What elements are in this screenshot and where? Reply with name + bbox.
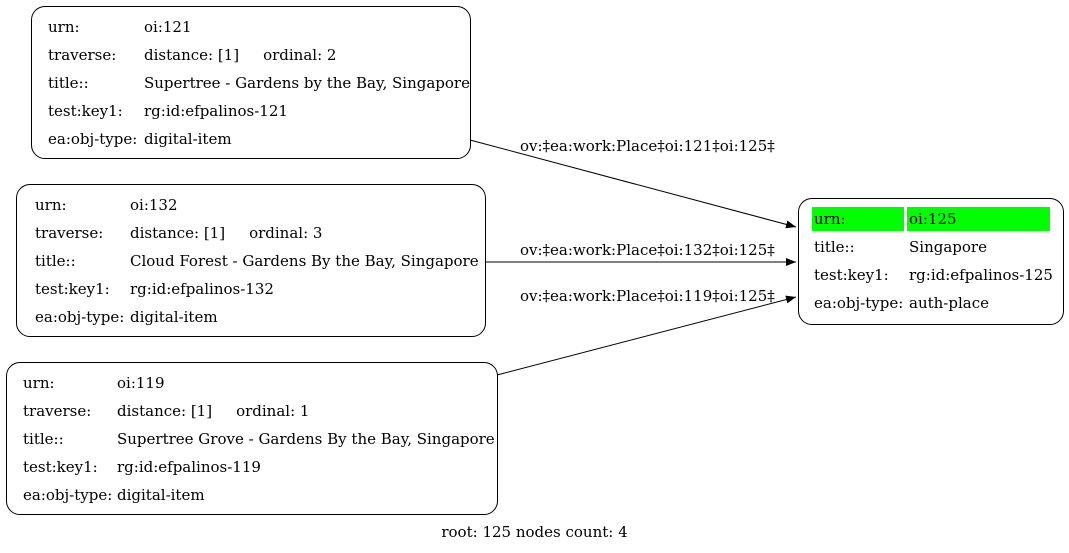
node-oi-121[interactable]: urn: oi:121 traverse: distance: [1] ordin… xyxy=(31,6,471,159)
objtype-value: digital-item xyxy=(130,308,218,326)
testkey-value: rg:id:efpalinos-132 xyxy=(130,280,274,298)
edge-119-125 xyxy=(496,295,797,376)
edge-121-125 xyxy=(469,139,797,229)
objtype-key: ea:obj-type: xyxy=(814,294,904,312)
urn-value: oi:132 xyxy=(130,196,178,214)
distance-value: distance: [1] xyxy=(144,46,240,64)
title-key: title:: xyxy=(48,74,89,92)
ordinal-value: ordinal: 1 xyxy=(236,402,310,420)
ordinal-value: ordinal: 2 xyxy=(263,46,337,64)
objtype-value: digital-item xyxy=(117,486,205,504)
objtype-key: ea:obj-type: xyxy=(48,130,138,148)
node-oi-119[interactable]: urn: oi:119 traverse: distance: [1] ordin… xyxy=(6,362,498,515)
urn-key-highlighted: urn: xyxy=(812,207,904,231)
testkey-key: test:key1: xyxy=(35,280,110,298)
title-value: Singapore xyxy=(909,238,987,256)
title-key: title:: xyxy=(35,252,76,270)
testkey-key: test:key1: xyxy=(48,102,123,120)
title-value: Cloud Forest - Gardens By the Bay, Singa… xyxy=(130,252,479,270)
node-oi-132[interactable]: urn: oi:132 traverse: distance: [1] ordin… xyxy=(16,184,486,337)
urn-key: urn: xyxy=(35,196,67,214)
urn-value: oi:119 xyxy=(117,374,165,392)
objtype-key: ea:obj-type: xyxy=(23,486,113,504)
edge-label-132-125: ov:‡ea:work:Place‡oi:132‡oi:125‡ xyxy=(520,241,775,259)
testkey-value: rg:id:efpalinos-125 xyxy=(909,266,1053,284)
title-key: title:: xyxy=(814,238,855,256)
graph-footer-label: root: 125 nodes count: 4 xyxy=(441,523,628,541)
traverse-value: distance: [1] ordinal: 2 xyxy=(142,43,360,67)
distance-value: distance: [1] xyxy=(130,224,226,242)
urn-key: urn: xyxy=(48,18,80,36)
node-oi-125-root[interactable]: urn: oi:125 title:: Singapore test:key1:… xyxy=(798,198,1064,325)
title-key: title:: xyxy=(23,430,64,448)
urn-value: oi:121 xyxy=(144,18,192,36)
testkey-key: test:key1: xyxy=(23,458,98,476)
testkey-value: rg:id:efpalinos-119 xyxy=(117,458,261,476)
traverse-key: traverse: xyxy=(35,224,104,242)
title-value: Supertree - Gardens by the Bay, Singapor… xyxy=(144,74,470,92)
testkey-key: test:key1: xyxy=(814,266,889,284)
ordinal-value: ordinal: 3 xyxy=(249,224,323,242)
urn-key: urn: xyxy=(23,374,55,392)
urn-row: urn: oi:125 xyxy=(812,207,1052,231)
title-value: Supertree Grove - Gardens By the Bay, Si… xyxy=(117,430,495,448)
traverse-key: traverse: xyxy=(48,46,117,64)
testkey-value: rg:id:efpalinos-121 xyxy=(144,102,288,120)
edge-label-119-125: ov:‡ea:work:Place‡oi:119‡oi:125‡ xyxy=(520,287,775,305)
traverse-value: distance: [1] ordinal: 1 xyxy=(115,399,333,423)
objtype-value: digital-item xyxy=(144,130,232,148)
edge-label-121-125: ov:‡ea:work:Place‡oi:121‡oi:125‡ xyxy=(520,137,775,155)
objtype-value: auth-place xyxy=(909,294,989,312)
urn-value-highlighted: oi:125 xyxy=(907,207,1050,231)
traverse-key: traverse: xyxy=(23,402,92,420)
objtype-key: ea:obj-type: xyxy=(35,308,125,326)
traverse-value: distance: [1] ordinal: 3 xyxy=(128,221,346,245)
distance-value: distance: [1] xyxy=(117,402,213,420)
